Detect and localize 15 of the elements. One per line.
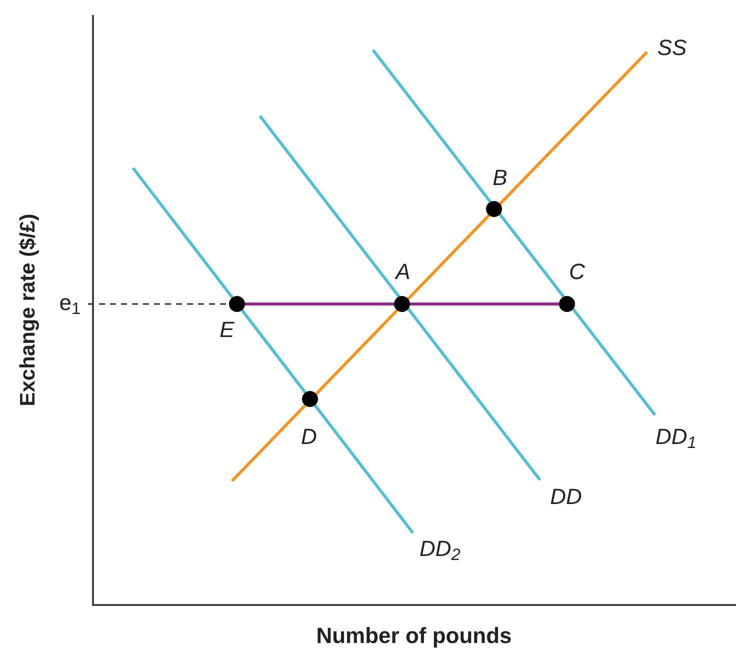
axis-title: Exchange rate ($/£) — [18, 214, 38, 406]
point-label: E — [220, 319, 234, 341]
curve-label: DD — [550, 486, 582, 508]
curve-label: DD$_{1}$ — [656, 426, 696, 448]
curve-label: SS — [657, 37, 687, 59]
axis-value-label: e$_{1}$ — [56, 292, 84, 314]
point-label: D — [301, 426, 317, 448]
point-label: A — [396, 261, 410, 283]
curve-label: DD$_{2}$ — [420, 538, 460, 560]
connector-line — [410, 302, 559, 306]
point-label: C — [569, 261, 585, 283]
point-label: B — [492, 167, 508, 189]
axis-title: Number of pounds — [316, 625, 512, 647]
dashed-guide-line — [88, 303, 229, 305]
connector-line — [245, 302, 394, 306]
